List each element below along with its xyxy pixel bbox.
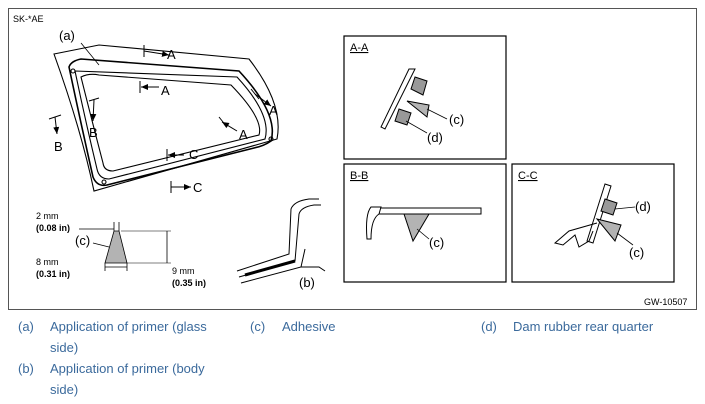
section-markers xyxy=(48,45,272,193)
legend-key: (d) xyxy=(481,319,497,334)
quarter-window-view xyxy=(53,44,279,192)
panel-c-c: C-C (d) (c) xyxy=(511,163,675,283)
callout-b: (b) xyxy=(299,275,315,290)
window-fastener xyxy=(70,68,76,74)
bead-height: 9 mm xyxy=(172,266,195,276)
section-label-a: A xyxy=(161,83,170,98)
window-glass-mid xyxy=(74,70,267,180)
callout-a-leader xyxy=(80,42,100,66)
section-label-a: A xyxy=(269,103,278,118)
callout-a: (a) xyxy=(59,28,75,43)
window-body-outline xyxy=(53,44,279,192)
section-label-c: C xyxy=(193,180,202,195)
legend-key: (a) xyxy=(18,319,34,334)
legend-text: Application of primer (body side) xyxy=(50,361,205,397)
panel-a-a: A-A (c) (d) xyxy=(343,35,507,160)
bead-detail: 2 mm (0.08 in) (c) 8 mm (0.31 in) 9 mm (… xyxy=(36,211,206,288)
bead-top-width-in: (0.08 in) xyxy=(36,223,70,233)
diagram-figure: SK-*AE A A A A B B C C (a) xyxy=(8,8,697,310)
bead-top-width: 2 mm xyxy=(36,211,59,221)
panel-a-a-callout-d: (d) xyxy=(427,130,443,145)
section-label-c: C xyxy=(189,147,198,162)
figure-id: GW-10507 xyxy=(644,297,687,307)
bead-bottom-width: 8 mm xyxy=(36,257,59,267)
panel-a-a-callout-c: (c) xyxy=(449,112,464,127)
window-fastener xyxy=(101,179,107,185)
legend: (a) Application of primer (glass side) (… xyxy=(0,314,705,404)
legend-text: Adhesive xyxy=(282,319,336,334)
model-code: SK-*AE xyxy=(13,14,44,24)
legend-key: (b) xyxy=(18,361,34,376)
section-label-a: A xyxy=(167,47,176,62)
section-label-b: B xyxy=(89,125,98,140)
window-glass-outer xyxy=(68,58,274,187)
bead-bottom-width-in: (0.31 in) xyxy=(36,269,70,279)
panel-b-b-callout-c: (c) xyxy=(429,235,444,250)
panel-c-c-callout-c: (c) xyxy=(629,245,644,260)
diagram-svg: SK-*AE A A A A B B C C (a) xyxy=(13,14,687,307)
panel-c-c-title: C-C xyxy=(518,170,538,182)
body-primer-detail xyxy=(236,198,326,284)
panel-b-b: B-B (c) xyxy=(343,163,507,283)
section-label-a: A xyxy=(239,127,248,142)
legend-key: (c) xyxy=(250,319,266,334)
panel-a-a-title: A-A xyxy=(350,42,369,54)
panel-b-b-title: B-B xyxy=(350,170,368,182)
window-fastener xyxy=(268,136,274,142)
bead-height-in: (0.35 in) xyxy=(172,278,206,288)
window-glass-inner xyxy=(80,73,261,172)
legend-text: Dam rubber rear quarter xyxy=(513,319,654,334)
bead-callout: (c) xyxy=(75,233,90,248)
panel-c-c-callout-d: (d) xyxy=(635,199,651,214)
section-label-b: B xyxy=(54,139,63,154)
legend-text: Application of primer (glass side) xyxy=(50,319,207,355)
